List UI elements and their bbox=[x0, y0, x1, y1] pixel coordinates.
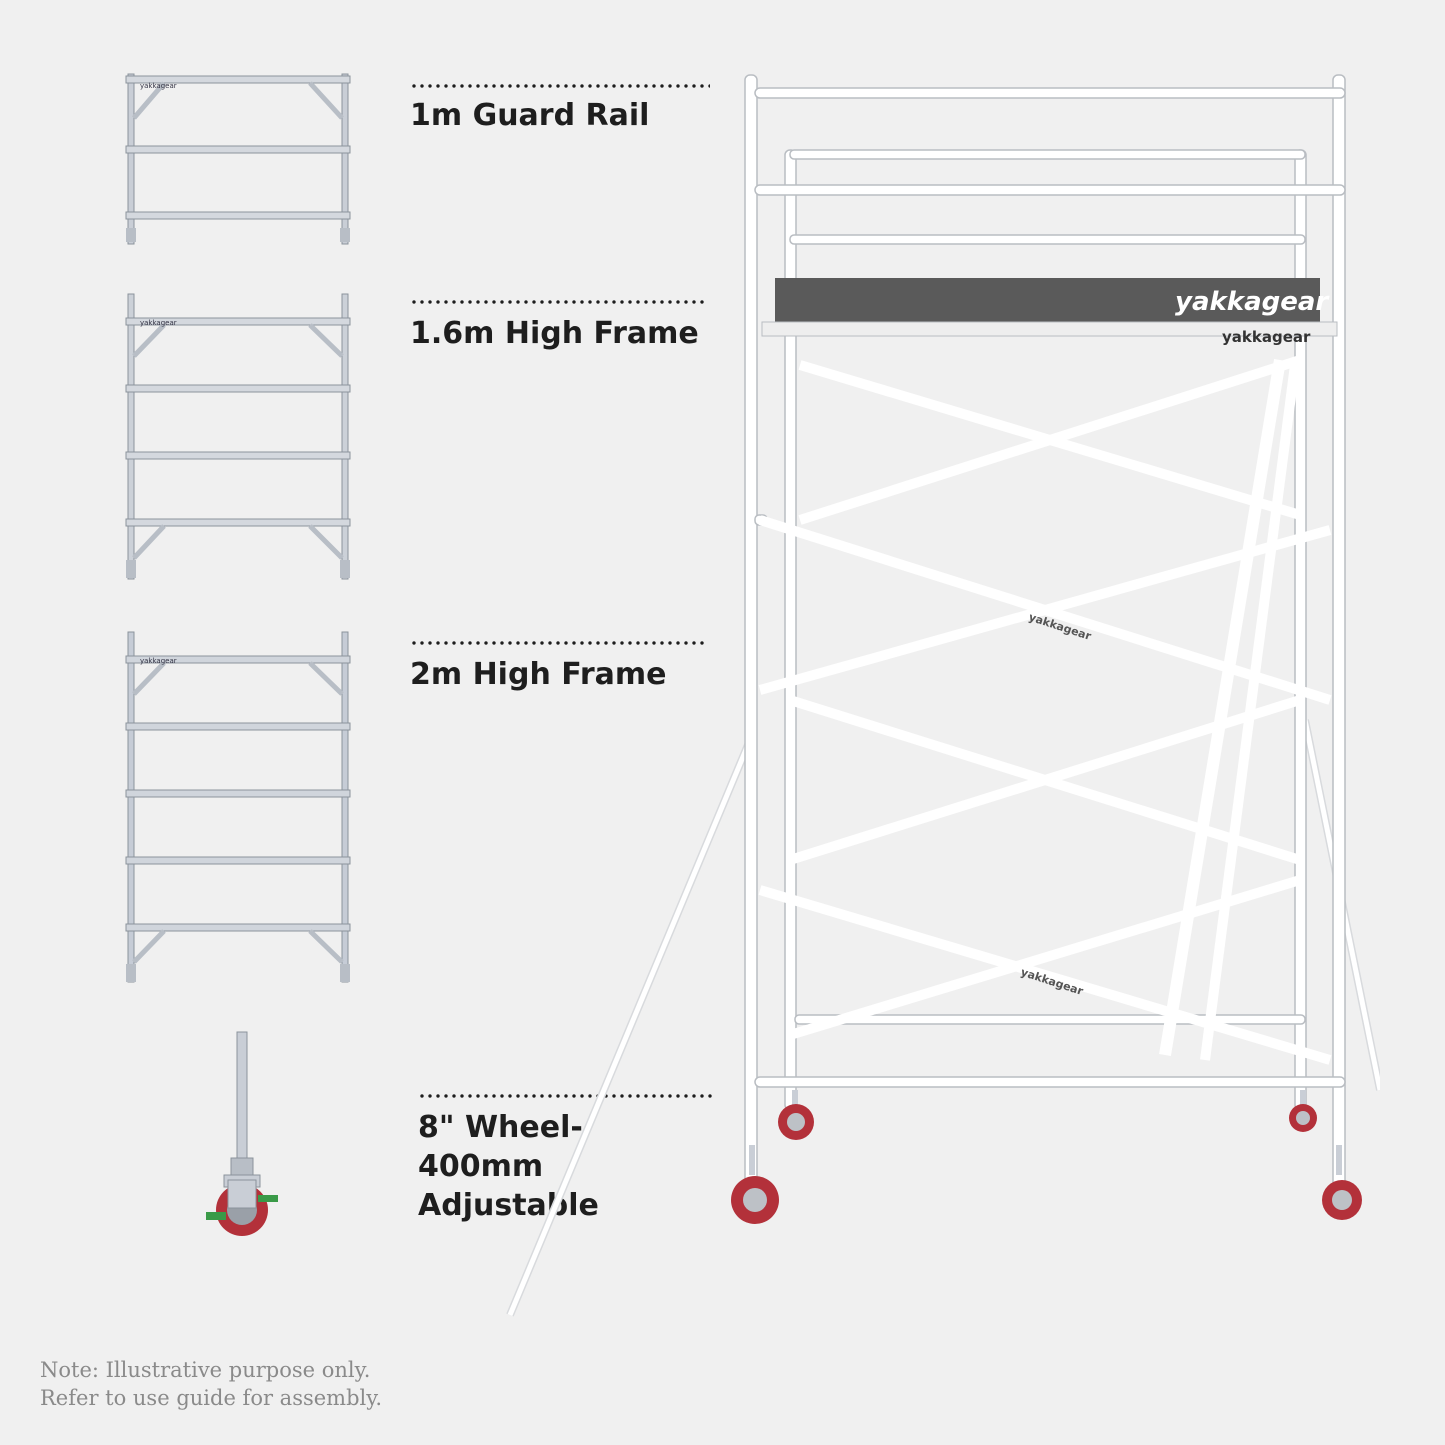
castor-wheels bbox=[731, 1090, 1362, 1224]
svg-text:yakkagear: yakkagear bbox=[140, 82, 177, 90]
wheel-label-line-1: 8" Wheel- bbox=[418, 1110, 583, 1145]
adjustable-wheel-image bbox=[206, 1031, 278, 1236]
scaffold-tower-image: yakkagear yakkagear yakkagear yakkagear bbox=[506, 74, 1380, 1317]
guard-rail-label: 1m Guard Rail bbox=[410, 98, 650, 133]
brace-brand-text-2: yakkagear bbox=[1019, 965, 1085, 998]
frame-1-6m-image: yakkagear bbox=[125, 293, 351, 580]
frame-1-6m-label: 1.6m High Frame bbox=[410, 316, 699, 351]
svg-text:yakkagear: yakkagear bbox=[140, 319, 177, 327]
guard-rail-frame-image: yakkagear bbox=[125, 73, 351, 245]
wheel-label-line-2: 400mm bbox=[418, 1149, 544, 1184]
frame-2m-image: yakkagear bbox=[125, 631, 351, 983]
svg-text:yakkagear: yakkagear bbox=[140, 657, 177, 665]
disclaimer-note: Note: Illustrative purpose only. Refer t… bbox=[40, 1356, 382, 1412]
guard-rail-leader bbox=[410, 84, 710, 88]
frame-1-6m-leader bbox=[410, 300, 708, 304]
wheel-leader bbox=[418, 1094, 716, 1098]
deck-brand-text: yakkagear bbox=[1175, 287, 1330, 317]
disclaimer-line-2: Refer to use guide for assembly. bbox=[40, 1386, 382, 1410]
frame-2m-label: 2m High Frame bbox=[410, 657, 667, 692]
deck-edge-brand-text: yakkagear bbox=[1222, 328, 1311, 346]
wheel-label-line-3: Adjustable bbox=[418, 1188, 599, 1223]
wheel-label: 8" Wheel- 400mm Adjustable bbox=[418, 1108, 599, 1225]
disclaimer-line-1: Note: Illustrative purpose only. bbox=[40, 1358, 371, 1382]
frame-2m-leader bbox=[410, 641, 708, 645]
